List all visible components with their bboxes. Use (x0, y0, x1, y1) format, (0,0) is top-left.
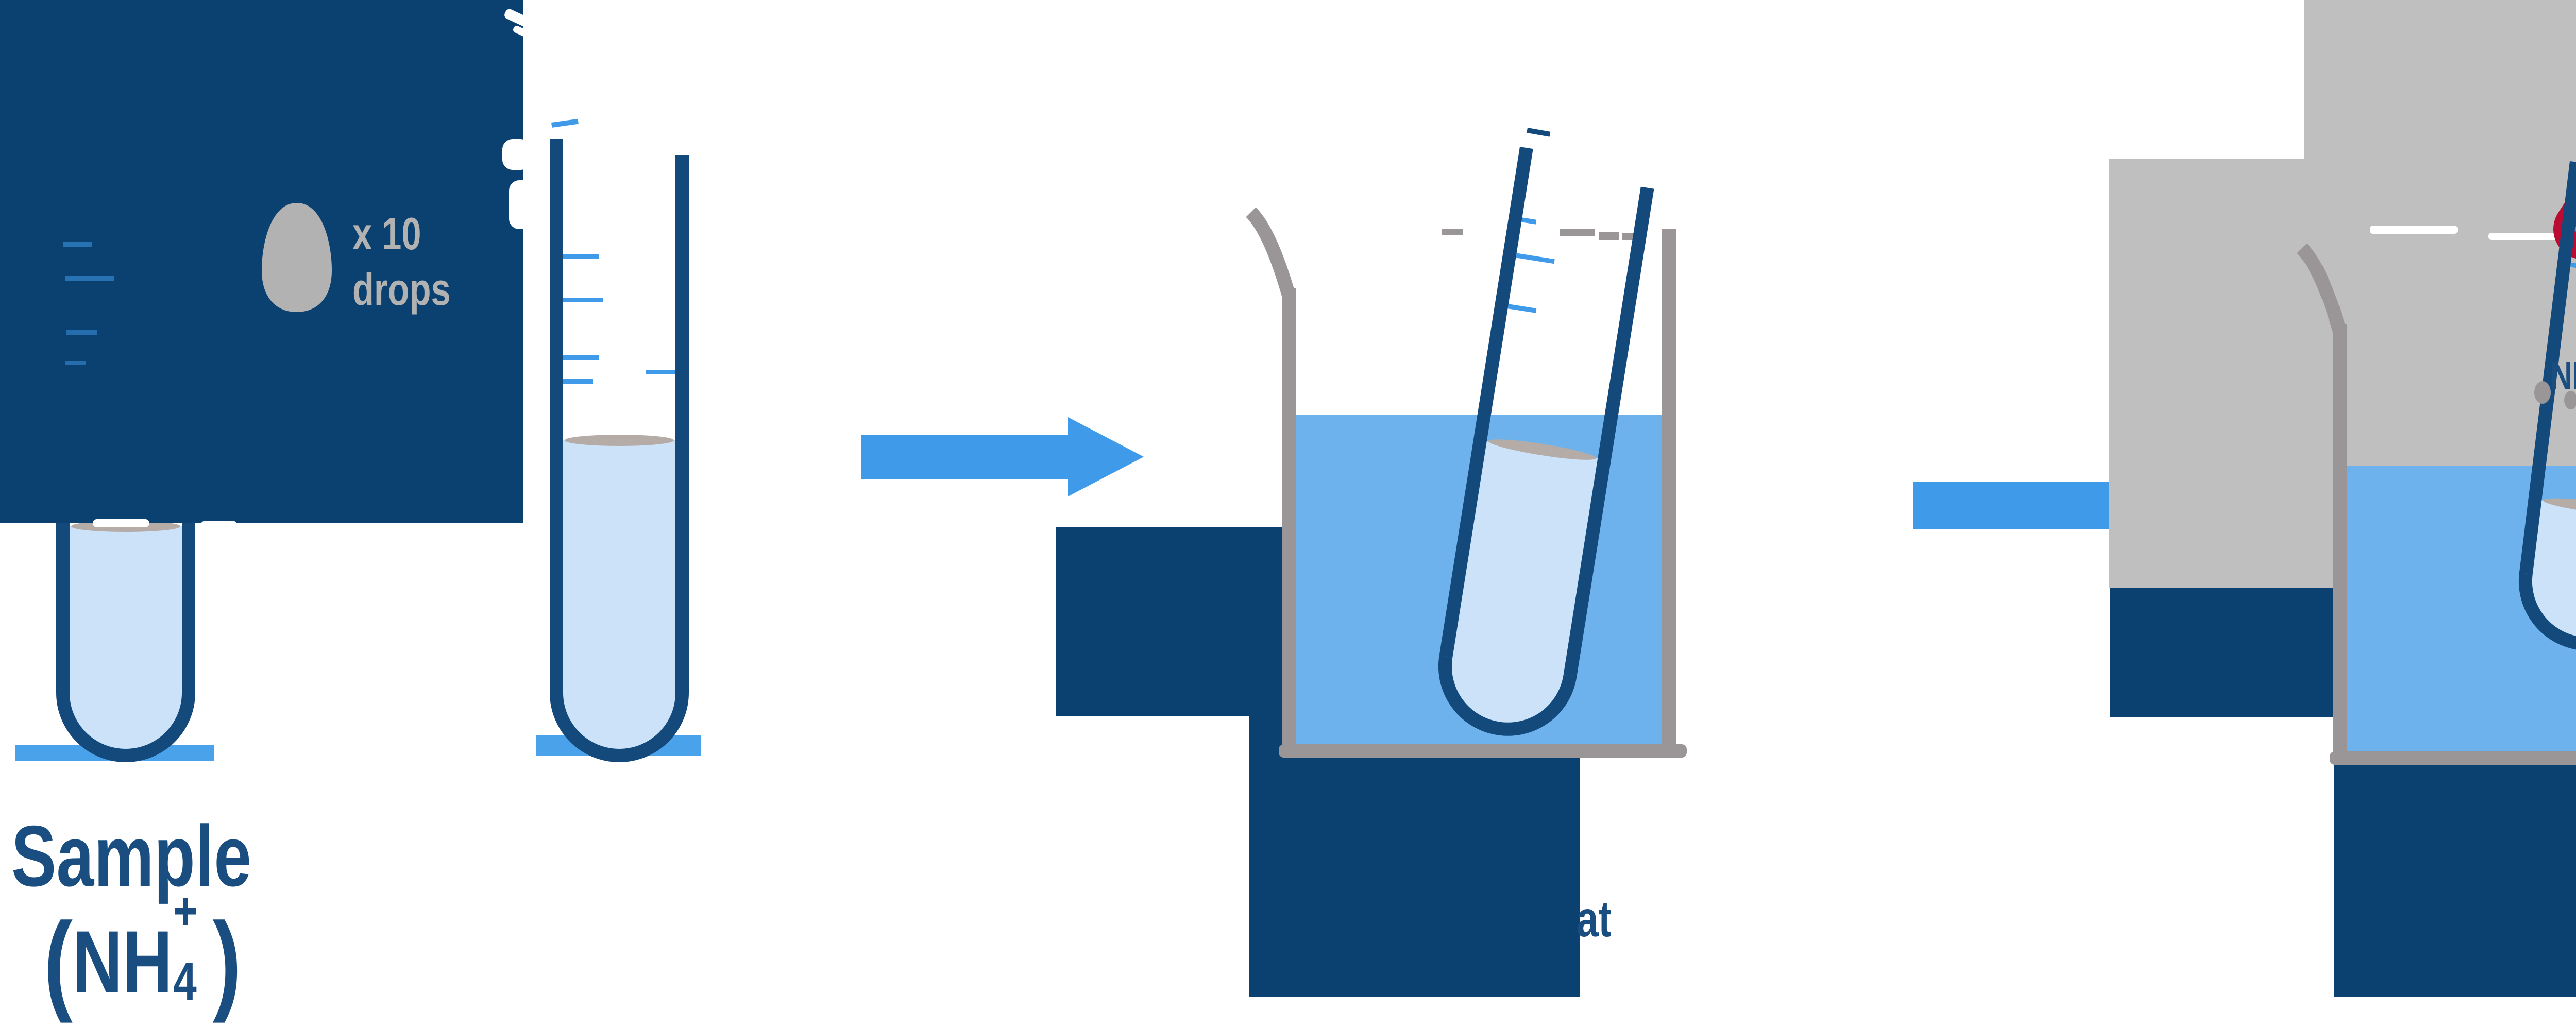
gas-test-tube (2518, 161, 2576, 651)
meniscus (1488, 439, 1597, 460)
test-tube-with-sample (550, 139, 689, 762)
graduation-tick (1507, 304, 1537, 313)
graduation-remnant (63, 242, 92, 247)
graduation-tick (1516, 253, 1555, 264)
station-water-bath (1056, 128, 1687, 997)
graduation-remnant (66, 330, 97, 335)
tube-wall-left (2519, 161, 2576, 575)
gray-panel (2109, 159, 2304, 588)
ammonia-gas-label: NH3(g) (2550, 356, 2576, 400)
beaker-base (1279, 744, 1687, 758)
tube-liquid (1451, 441, 1598, 723)
graduation-tick (1521, 217, 1537, 225)
rim-mark (1560, 229, 1595, 236)
graduation-tick (563, 298, 603, 302)
formula-open-paren: ( (44, 899, 73, 1023)
tube-liquid (563, 440, 675, 749)
tube-liquid (70, 526, 182, 749)
beaker-left-wall (1282, 288, 1296, 745)
formula-charge-stack: +4 (173, 884, 213, 1008)
sample-label: Sample (11, 808, 252, 904)
stray-tick (551, 118, 579, 128)
panel-streak (201, 521, 237, 527)
bath-test-tube (1438, 147, 1654, 736)
formula-close-paren: ) (212, 899, 242, 1023)
gas-bubble (2564, 391, 2576, 409)
tube-bottom (2518, 572, 2576, 651)
reagent-panel (0, 0, 523, 523)
beaker-left-wall (2333, 324, 2347, 752)
panel-streak (504, 9, 541, 32)
rim-mark (1599, 232, 1619, 240)
support-block-under (1249, 716, 1580, 997)
stray-tick (1527, 128, 1551, 137)
formula-superscript: + (173, 881, 198, 941)
drop-count-line: x 10 (352, 208, 421, 259)
graduation-tick (563, 254, 599, 259)
ammonia-pre: NH (2550, 354, 2576, 398)
tube-wall-left (550, 139, 563, 693)
panel-streak (513, 25, 543, 44)
drop-icon (262, 203, 332, 312)
drop-unit-line: drops (352, 264, 451, 315)
graduation-tick (563, 379, 593, 384)
drop-count-label: x 10 drops (352, 206, 451, 317)
tube-bottom (56, 693, 195, 762)
beaker-spout (2297, 243, 2347, 334)
panel-streak (502, 139, 531, 170)
station-gas-test (2109, 0, 2576, 997)
beaker-base (2330, 751, 2576, 765)
graduation-remnant (65, 361, 86, 365)
heat-label-fragment-1: at (1577, 890, 1612, 947)
panel-streak (93, 519, 149, 527)
support-block-left (2110, 588, 2334, 717)
tube-wall-right (675, 155, 689, 693)
panel-streak (509, 180, 534, 229)
support-block-left (1056, 527, 1282, 716)
rim-mark (1442, 229, 1463, 235)
graduation-remnant (65, 276, 114, 281)
station-sample (0, 0, 701, 762)
graduation-tick (646, 370, 675, 374)
sample-formula: (NH+4) (44, 884, 241, 1017)
graduation-tick (563, 355, 599, 360)
tube-wall-left (1439, 147, 1533, 658)
meniscus (565, 435, 674, 446)
meniscus (2543, 498, 2576, 516)
beaker-spout (1246, 207, 1296, 298)
tube-liquid (2532, 500, 2576, 638)
beaker-right-wall (1662, 229, 1676, 745)
rim-streak (2370, 226, 2458, 234)
tube-bottom (550, 693, 689, 762)
formula-subscript: 4 (173, 951, 197, 1011)
tube-bottom (1438, 655, 1577, 736)
gas-bubble (2534, 381, 2551, 404)
step-arrow-1 (861, 417, 1144, 496)
formula-main: NH (72, 913, 173, 1011)
tube-wall-right (1563, 186, 1654, 677)
